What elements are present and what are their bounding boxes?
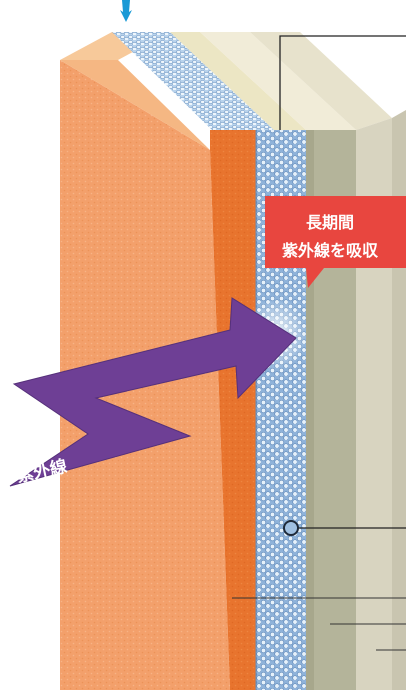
beige-layer-top-strip bbox=[250, 32, 392, 130]
orange-board-side bbox=[210, 130, 256, 690]
capsule-layer-top bbox=[112, 32, 274, 130]
beige-layer-top bbox=[200, 32, 356, 130]
down-arrow-icon bbox=[120, 0, 132, 22]
capsule-marker-icon bbox=[283, 520, 299, 536]
orange-board-front-shade bbox=[60, 60, 210, 150]
callout-bubble bbox=[265, 196, 406, 288]
callout-line1: 長期間 bbox=[306, 213, 354, 232]
uv-arrow-icon bbox=[9, 297, 297, 487]
callout-line2: 紫外線を吸収 bbox=[282, 241, 379, 260]
leader-line-top bbox=[279, 35, 406, 130]
olive-layer-top bbox=[170, 32, 306, 130]
